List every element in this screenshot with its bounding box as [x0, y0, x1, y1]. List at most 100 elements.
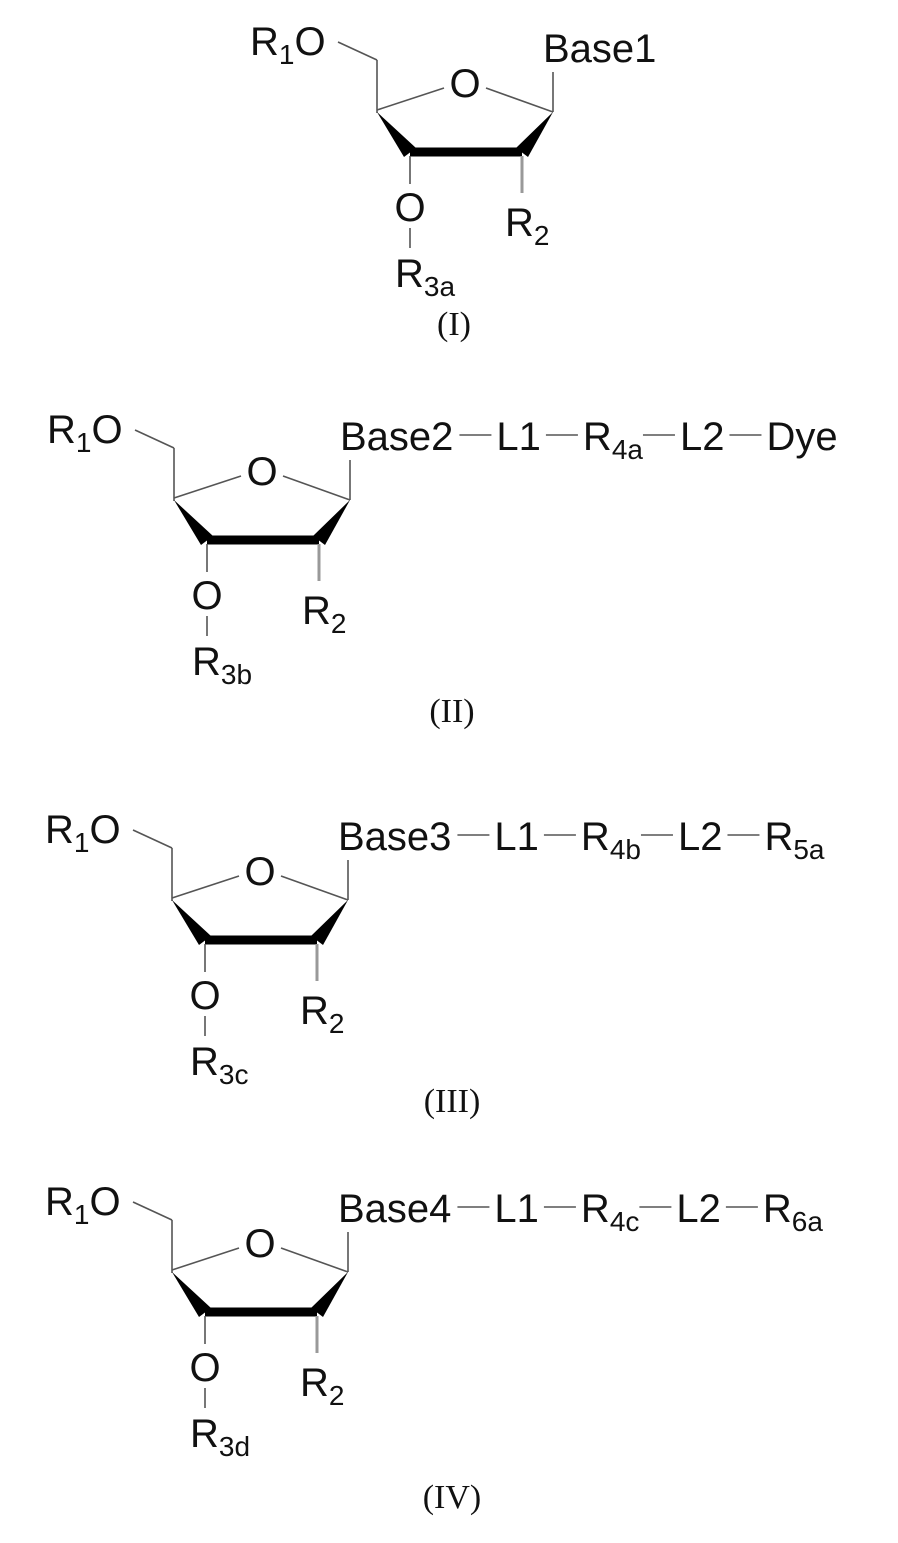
ring-o-c1-bond — [283, 476, 350, 500]
ring-oxygen-label: O — [244, 850, 275, 894]
structure-IV: R1OOOR3dR2Base4L1R4cL2R6a — [45, 1180, 823, 1462]
ring-oxygen-label: O — [244, 1222, 275, 1266]
r2-label: R2 — [302, 589, 346, 639]
chain-item-l2: L2 — [678, 815, 723, 859]
r2-label-subscript: 2 — [331, 608, 347, 639]
ring-oxygen-label: O — [246, 450, 277, 494]
ring-o-c1-bond — [486, 88, 553, 112]
chain-item-l2: L2 — [680, 415, 725, 459]
chain-item-l2: L2 — [676, 1187, 721, 1231]
chain-item-l1-main: L1 — [494, 815, 539, 859]
r2-label-main: R — [300, 1361, 329, 1405]
r2-label-subscript: 2 — [534, 220, 550, 251]
chain-item-r4a: R4a — [583, 415, 643, 465]
r1-label: R1O — [45, 1180, 121, 1230]
o5-label: O — [91, 408, 122, 452]
chain-item-r4b-subscript: 4b — [610, 834, 641, 865]
r1-label: R1O — [45, 808, 121, 858]
r1-label-main: R — [45, 808, 74, 852]
c4-ring-o-bond — [174, 476, 241, 498]
r3-label-main: R — [192, 640, 221, 684]
r3-label-main: R — [395, 252, 424, 296]
r1-label-subscript: 1 — [279, 39, 295, 70]
chain-item-r4c-main: R — [581, 1187, 610, 1231]
base-label: Base2 — [340, 415, 453, 459]
chain-item-l1-main: L1 — [496, 415, 541, 459]
c1-c2-wedge-bond — [311, 1272, 348, 1317]
r1-label-main: R — [47, 408, 76, 452]
chain-item-r4c: R4c — [581, 1187, 639, 1237]
r2-label-main: R — [302, 589, 331, 633]
chain-item-r5a: R5a — [764, 815, 824, 865]
ring-o-c1-bond — [281, 1248, 348, 1272]
r3-label: R3d — [190, 1412, 250, 1462]
chain-item-r6a-main: R — [763, 1187, 792, 1231]
chain-item-dye-main: Dye — [766, 415, 837, 459]
r3-label: R3a — [395, 252, 455, 302]
c4-ring-o-bond — [377, 88, 444, 110]
r3-label: R3c — [190, 1040, 248, 1090]
c1-c2-wedge-bond — [311, 900, 348, 945]
o5-ch2-bond — [135, 430, 174, 448]
chain-item-l2-main: L2 — [676, 1187, 721, 1231]
r3-label-main: R — [190, 1412, 219, 1456]
chain-item-r5a-main: R — [764, 815, 793, 859]
c4-ring-o-bond — [172, 876, 239, 898]
r2-label: R2 — [300, 1361, 344, 1411]
r1-label-subscript: 1 — [74, 827, 90, 858]
chain-item-r6a: R6a — [763, 1187, 823, 1237]
r1-label-subscript: 1 — [74, 1199, 90, 1230]
ring-o-c1-bond — [281, 876, 348, 900]
chain-item-l1: L1 — [494, 1187, 539, 1231]
c4-ring-o-bond — [172, 1248, 239, 1270]
chain-item-l1: L1 — [494, 815, 539, 859]
o5-label: O — [89, 808, 120, 852]
r2-label-main: R — [300, 989, 329, 1033]
r2-label-subscript: 2 — [329, 1380, 345, 1411]
o5-label: O — [89, 1180, 120, 1224]
structure-label-II: (II) — [429, 693, 474, 730]
r2-label-subscript: 2 — [329, 1008, 345, 1039]
chain-item-r4c-subscript: 4c — [610, 1206, 640, 1237]
r3-label-subscript: 3d — [219, 1431, 250, 1462]
c1-c2-wedge-bond — [313, 500, 350, 545]
base-label: Base1 — [543, 27, 656, 71]
base-label: Base3 — [338, 815, 451, 859]
o5-ch2-bond — [133, 830, 172, 848]
chain-item-l1-main: L1 — [494, 1187, 539, 1231]
structure-III: R1OOOR3cR2Base3L1R4bL2R5a — [45, 808, 825, 1090]
r3-label-subscript: 3c — [219, 1059, 249, 1090]
r2-label: R2 — [505, 201, 549, 251]
r3-label-main: R — [190, 1040, 219, 1084]
chain-item-l2-main: L2 — [680, 415, 725, 459]
r1-label-main: R — [250, 20, 279, 64]
structure-label-IV: (IV) — [423, 1479, 482, 1516]
chain-item-dye: Dye — [766, 415, 837, 459]
r1-label-main: R — [45, 1180, 74, 1224]
ring-oxygen-label: O — [449, 62, 480, 106]
o3-label: O — [394, 186, 425, 230]
structure-II: R1OOOR3bR2Base2L1R4aL2Dye — [47, 408, 838, 690]
o3-label: O — [189, 1346, 220, 1390]
chain-item-r6a-subscript: 6a — [792, 1206, 824, 1237]
r2-label-main: R — [505, 201, 534, 245]
o3-label: O — [189, 974, 220, 1018]
r3-label-subscript: 3a — [424, 271, 456, 302]
chain-item-r5a-subscript: 5a — [793, 834, 825, 865]
o5-ch2-bond — [338, 42, 377, 60]
r1-label-subscript: 1 — [76, 427, 92, 458]
chain-item-l1: L1 — [496, 415, 541, 459]
structure-label-III: (III) — [424, 1083, 481, 1120]
base-label: Base4 — [338, 1187, 451, 1231]
o5-ch2-bond — [133, 1202, 172, 1220]
r1-label: R1O — [250, 20, 326, 70]
chain-item-r4a-subscript: 4a — [612, 434, 644, 465]
chain-item-r4a-main: R — [583, 415, 612, 459]
o5-label: O — [294, 20, 325, 64]
chain-item-r4b-main: R — [581, 815, 610, 859]
r1-label: R1O — [47, 408, 123, 458]
chain-item-r4b: R4b — [581, 815, 641, 865]
r3-label: R3b — [192, 640, 252, 690]
r3-label-subscript: 3b — [221, 659, 252, 690]
